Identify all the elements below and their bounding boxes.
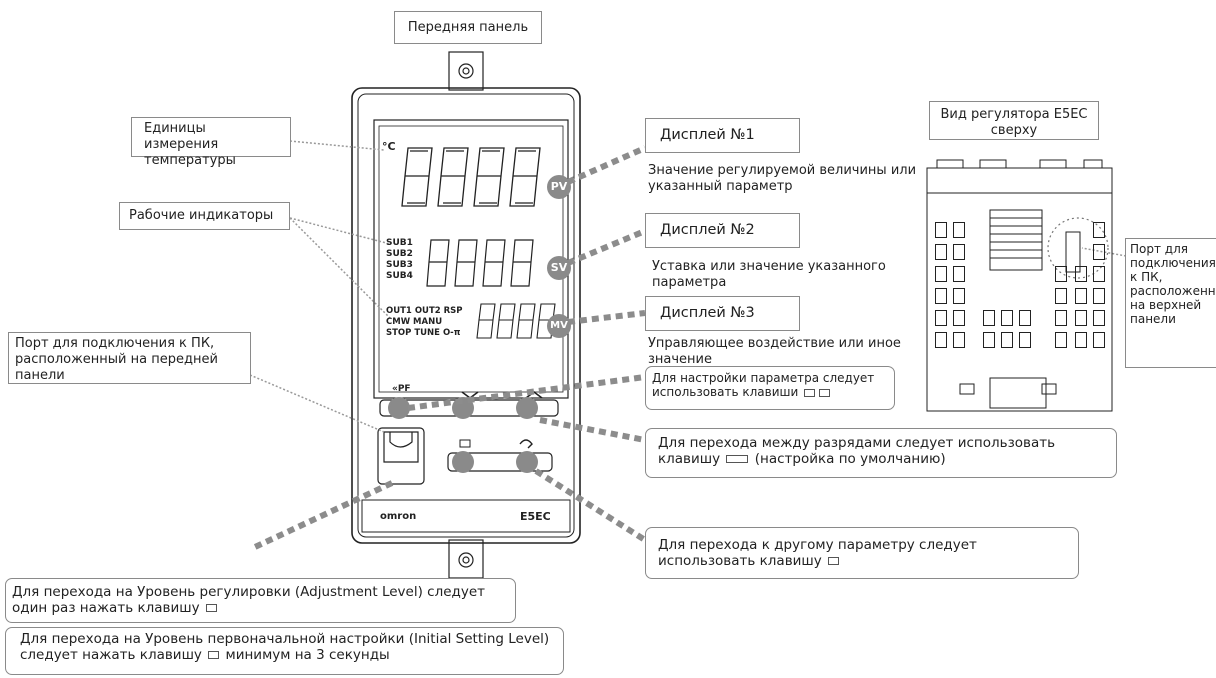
adjustment-level-note: Для перехода на Уровень регулировки (Adj…: [5, 578, 516, 623]
display1-title: Дисплей №1: [645, 118, 800, 153]
up-key-icon: [804, 388, 816, 397]
stop-indicator: STOP: [386, 328, 412, 338]
terminal-cell: [1075, 310, 1087, 326]
brand-logo: omron: [380, 511, 417, 522]
out1-indicator: OUT1: [386, 306, 412, 316]
terminal-cell: [1075, 288, 1087, 304]
level-key-icon-2: [208, 651, 220, 659]
terminal-cell: [953, 332, 965, 348]
top-view-drawing: [926, 159, 1113, 412]
mv-badge: MV: [547, 314, 571, 338]
tune-indicator: TUNE: [414, 328, 440, 338]
terminal-cell: [1019, 332, 1031, 348]
sub2-indicator: SUB2: [386, 249, 413, 259]
top-view-terminal-grid: [935, 222, 1115, 382]
sub1-indicator: SUB1: [386, 238, 413, 248]
front-port-cover: [383, 431, 419, 463]
sub-indicators: SUB1 SUB2 SUB3 SUB4: [386, 238, 413, 282]
key-lock-icon: O‑π: [442, 328, 461, 338]
top-port-highlight: [1047, 217, 1109, 279]
terminal-cell: [1055, 332, 1067, 348]
pf-key-glyph: «PF: [392, 384, 411, 394]
terminal-cell: [1055, 266, 1067, 282]
sub3-indicator: SUB3: [386, 260, 413, 270]
terminal-cell: [1001, 310, 1013, 326]
mv-display-digits: [476, 303, 556, 339]
terminal-cell: [935, 244, 947, 260]
terminal-cell: [1093, 266, 1105, 282]
pv-display-digits: [401, 147, 541, 207]
bottom-mount-tab: [448, 539, 484, 579]
display3-desc: Управляющее воздействие или иное значени…: [648, 336, 901, 367]
level-key-icon: [205, 604, 217, 612]
terminal-cell: [1093, 332, 1105, 348]
top-port-label: Порт для подключения к ПК, расположенный…: [1125, 238, 1216, 368]
terminal-cell: [953, 222, 965, 238]
operation-indicators-label: Рабочие индикаторы: [119, 202, 290, 230]
display2-desc: Уставка или значение указанного параметр…: [652, 259, 886, 290]
top-view-title: Вид регулятора E5EC сверху: [929, 101, 1099, 140]
terminal-cell: [1093, 310, 1105, 326]
terminal-cell: [935, 222, 947, 238]
terminal-cell: [935, 310, 947, 326]
terminal-cell: [935, 266, 947, 282]
temp-unit-mark: °C: [382, 140, 396, 153]
cmw-indicator: CMW: [386, 317, 411, 327]
rsp-indicator: RSP: [443, 306, 463, 316]
next-param-note: Для перехода к другому параметру следует…: [645, 527, 1079, 579]
front-panel-title: Передняя панель: [394, 11, 542, 44]
terminal-cell: [953, 288, 965, 304]
temp-units-label: Единицы измерения температуры: [131, 117, 291, 168]
pf-key-icon: [726, 455, 749, 463]
initial-setting-note: Для перехода на Уровень первоначальной н…: [5, 627, 564, 675]
terminal-cell: [1075, 332, 1087, 348]
terminal-cell: [983, 332, 995, 348]
digit-shift-note: Для перехода между разрядами следует исп…: [645, 428, 1117, 478]
manu-indicator: MANU: [413, 317, 443, 327]
pv-badge: PV: [547, 175, 571, 199]
terminal-cell: [1075, 266, 1087, 282]
display2-title: Дисплей №2: [645, 213, 800, 248]
key-highlights: [388, 397, 538, 473]
terminal-cell: [1019, 310, 1031, 326]
sv-display-digits: [426, 239, 534, 287]
front-port-label: Порт для подключения к ПК, расположенный…: [8, 332, 251, 384]
terminal-cell: [1093, 222, 1105, 238]
model-label: E5EC: [520, 510, 551, 523]
terminal-cell: [1093, 288, 1105, 304]
param-keys-note: Для настройки параметра следует использо…: [645, 366, 895, 410]
sub4-indicator: SUB4: [386, 271, 413, 281]
terminal-cell: [935, 332, 947, 348]
terminal-cell: [935, 288, 947, 304]
terminal-cell: [1093, 244, 1105, 260]
terminal-cell: [1055, 288, 1067, 304]
dotted-leaders: [249, 140, 1127, 433]
terminal-cell: [953, 310, 965, 326]
terminal-cell: [1001, 332, 1013, 348]
status-indicators: OUT1 OUT2 RSP CMW MANU STOP TUNE O‑π: [386, 306, 463, 339]
top-mount-tab: [448, 51, 484, 91]
return-key-icon: [828, 557, 840, 565]
down-key-icon: [819, 388, 831, 397]
sv-badge: SV: [547, 256, 571, 280]
out2-indicator: OUT2: [414, 306, 441, 316]
terminal-cell: [953, 244, 965, 260]
terminal-cell: [983, 310, 995, 326]
display3-title: Дисплей №3: [645, 296, 800, 331]
dashed-leaders: [253, 145, 647, 550]
key-glyphs: [459, 391, 543, 449]
terminal-cell: [953, 266, 965, 282]
display1-desc: Значение регулируемой величины или указа…: [648, 163, 917, 194]
terminal-cell: [1055, 310, 1067, 326]
